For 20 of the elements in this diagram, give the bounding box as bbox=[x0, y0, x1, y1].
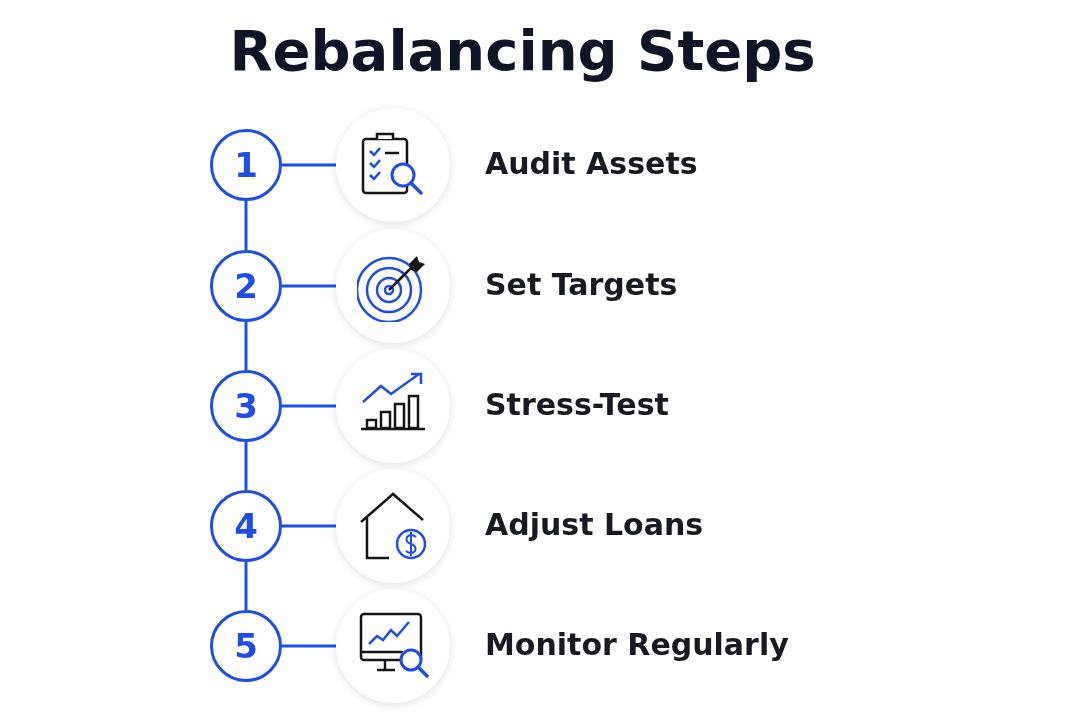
step-label: Audit Assets bbox=[485, 149, 698, 179]
step-label: Monitor Regularly bbox=[485, 630, 789, 660]
connector-line bbox=[244, 322, 248, 370]
connector-line bbox=[244, 442, 248, 490]
connector-line bbox=[244, 201, 248, 250]
step-number-circle: 2 bbox=[210, 250, 282, 322]
title: Rebalancing Steps bbox=[228, 18, 817, 83]
step-number-circle: 4 bbox=[210, 490, 282, 562]
connector-line bbox=[282, 284, 336, 288]
connector-line bbox=[244, 562, 248, 610]
connector-line bbox=[282, 524, 336, 528]
step-number-circle: 1 bbox=[210, 129, 282, 201]
connector-line bbox=[282, 404, 336, 408]
step-label: Adjust Loans bbox=[485, 510, 704, 540]
step-number-circle: 3 bbox=[210, 370, 282, 442]
connector-line bbox=[282, 163, 336, 167]
connector-line bbox=[282, 644, 336, 648]
step-number-circle: 5 bbox=[210, 610, 282, 682]
step-label: Set Targets bbox=[485, 270, 678, 300]
step-label: Stress-Test bbox=[485, 390, 669, 420]
